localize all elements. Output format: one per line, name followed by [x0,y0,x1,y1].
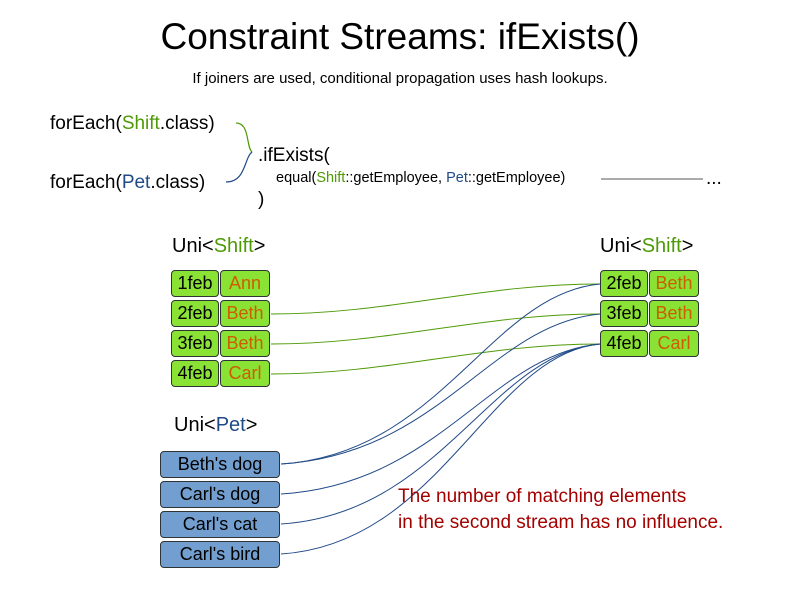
code-text: .class) [150,172,206,193]
code-if-exists: .ifExists( [258,145,330,166]
code-foreach-pet: forEach(Pet.class) [50,172,205,194]
shift-date: 4feb [171,360,219,387]
diagram-subtitle: If joiners are used, conditional propaga… [192,70,608,87]
shift-date: 4feb [600,330,648,357]
stream-title-text: > [681,235,694,257]
code-foreach-shift: forEach(Shift.class) [50,113,215,135]
pet-item: Beth's dog [160,451,280,478]
shift-match-link [270,283,601,315]
pet-match-link [280,343,601,525]
stream-title-type: Pet [215,414,246,436]
code-joiner: equal(Shift::getEmployee, Pet::getEmploy… [276,170,565,186]
stream-title-type: Shift [213,235,254,257]
influence-note: The number of matching elements in the s… [398,484,723,536]
pet-stream-title: Uni<Pet> [174,414,257,437]
stream-title-text: > [245,414,258,436]
code-text: ::getEmployee) [467,170,566,186]
brace-blue [225,151,253,183]
stream-title-type: Shift [641,235,682,257]
stream-title-text: Uni< [172,235,214,257]
pet-item: Carl's bird [160,541,280,568]
pet-match-link [280,343,601,555]
note-line: in the second stream has no influence. [398,512,724,533]
code-type-pet: Pet [446,170,468,186]
pet-match-link [280,343,601,495]
left-stream-title: Uni<Shift> [172,235,265,258]
stream-title-text: Uni< [600,235,642,257]
code-text: forEach( [50,113,122,134]
shift-date: 1feb [171,270,219,297]
shift-employee: Carl [220,360,270,387]
shift-match-link [270,313,601,345]
shift-match-link [270,343,601,375]
code-type-shift: Shift [121,113,160,134]
pet-match-link [280,313,601,465]
shift-employee: Carl [649,330,699,357]
shift-employee: Beth [220,300,270,327]
code-text: forEach( [50,172,122,193]
pet-item: Carl's cat [160,511,280,538]
shift-date: 2feb [171,300,219,327]
code-type-pet: Pet [121,172,151,193]
right-stream-title: Uni<Shift> [600,235,693,258]
pet-match-link [280,283,601,465]
code-text: .class) [159,113,215,134]
pet-item: Carl's dog [160,481,280,508]
shift-date: 2feb [600,270,648,297]
code-text: ::getEmployee, [345,170,447,186]
shift-date: 3feb [600,300,648,327]
code-ellipsis: ... [706,168,722,189]
code-type-shift: Shift [316,170,346,186]
stream-title-text: > [253,235,266,257]
diagram-title: Constraint Streams: ifExists() [160,16,640,57]
stream-title-text: Uni< [174,414,216,436]
code-close-paren: ) [258,189,265,210]
shift-employee: Beth [649,300,699,327]
shift-date: 3feb [171,330,219,357]
note-line: The number of matching elements [398,486,687,507]
code-text: equal( [276,170,317,186]
shift-employee: Ann [220,270,270,297]
shift-employee: Beth [649,270,699,297]
brace-green [235,122,253,153]
shift-employee: Beth [220,330,270,357]
